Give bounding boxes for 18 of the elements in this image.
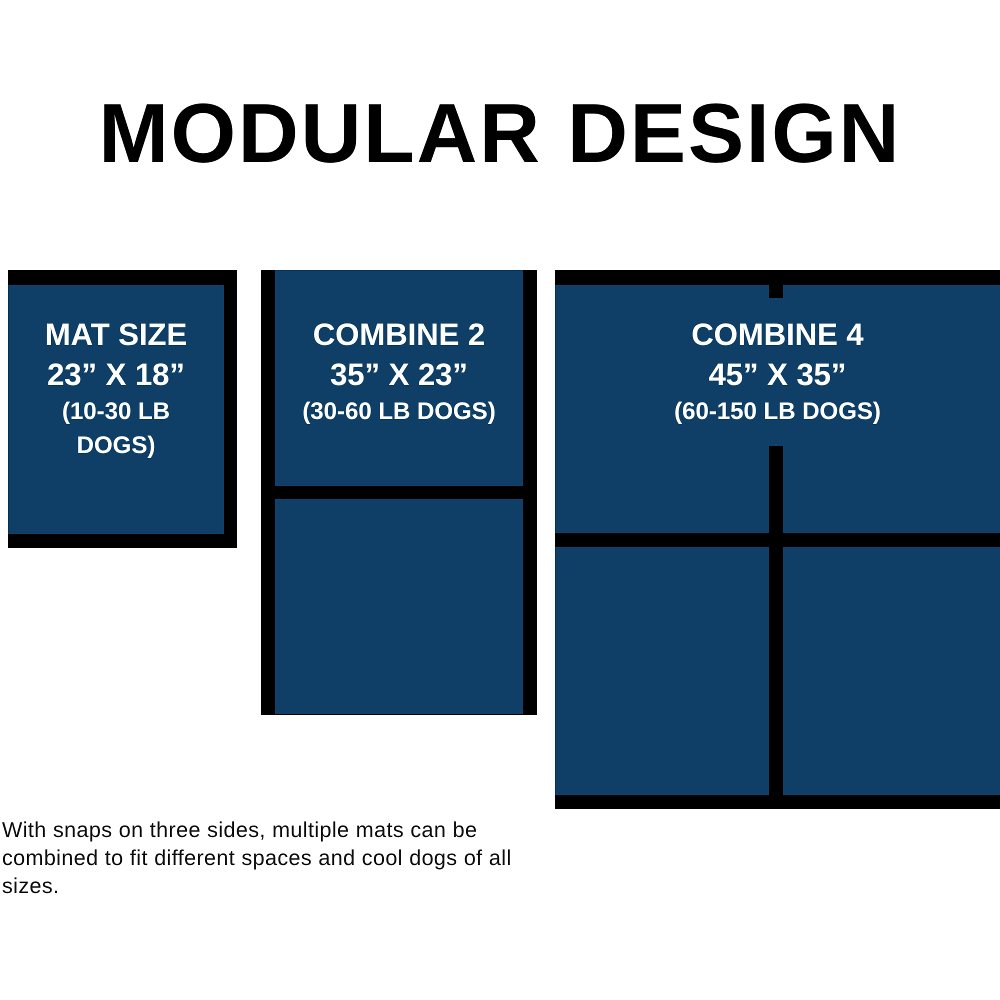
weight-range-text: (10-30 LB DOGS) (60, 397, 172, 461)
mat-combination (261, 270, 537, 715)
dimension-text: 35” X 23” (329, 356, 469, 394)
mat-panel (275, 499, 523, 714)
heading-text: COMBINE 4 (690, 316, 865, 354)
heading-text: MAT SIZE (44, 316, 188, 354)
mat-combination (555, 270, 1000, 809)
dimension-text: 23” X 18” (46, 356, 186, 394)
dimension-text: 45” X 35” (708, 356, 848, 394)
weight-range-text: (60-150 LB DOGS) (673, 397, 882, 427)
mat-panel (555, 547, 769, 795)
mat-panel (783, 547, 1000, 795)
weight-range-text: (30-60 LB DOGS) (301, 397, 497, 427)
caption: With snaps on three sides, multiple mats can be combined to fit different spaces and cool dogs of all sizes. (2, 817, 513, 900)
mat-panel (275, 270, 523, 486)
mat-panel (8, 270, 237, 548)
title: MODULAR DESIGN (98, 88, 902, 178)
heading-text: COMBINE 2 (312, 316, 486, 354)
